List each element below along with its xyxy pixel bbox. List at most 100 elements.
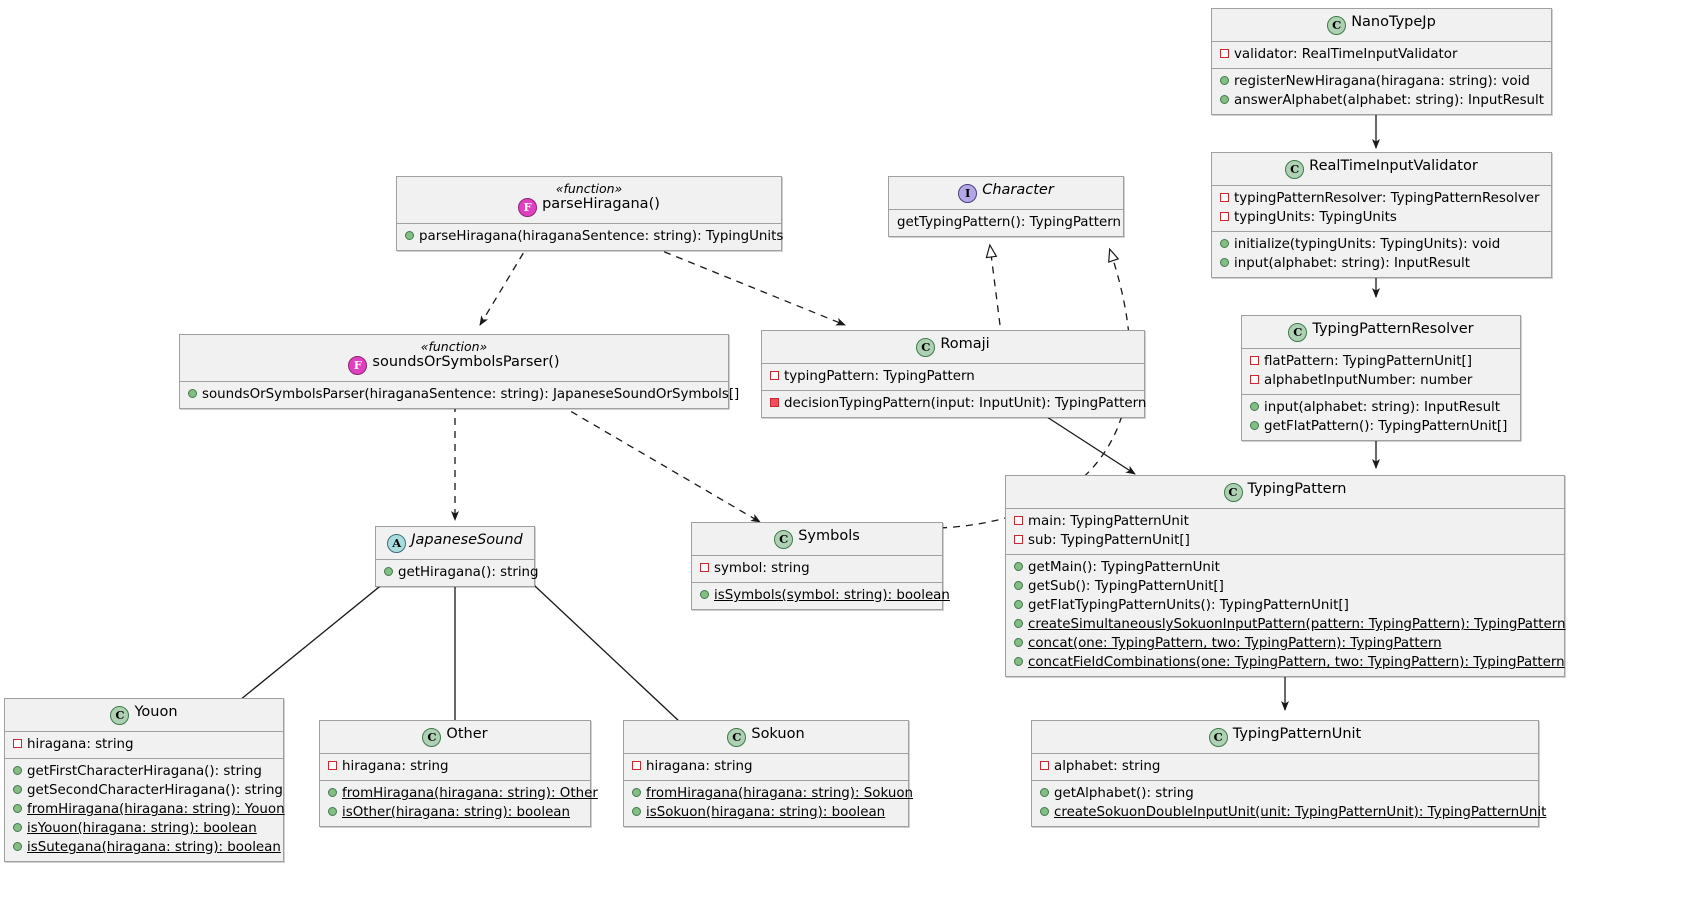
field-row: sub: TypingPatternUnit[] xyxy=(1012,531,1558,550)
node-title: Symbols xyxy=(798,528,860,544)
public-method-icon xyxy=(632,807,641,817)
class-icon: C xyxy=(110,706,130,725)
node-title: TypingPatternResolver xyxy=(1312,321,1474,337)
public-method-icon xyxy=(328,788,337,798)
private-field-icon xyxy=(13,739,22,748)
method-row-static: isSutegana(hiragana: string): boolean xyxy=(11,838,281,857)
methods-compartment: soundsOrSymbolsParser(hiraganaSentence: … xyxy=(180,382,739,408)
private-field-icon xyxy=(328,761,337,770)
method-row: getFirstCharacterHiragana(): string xyxy=(11,762,277,781)
field-row: alphabet: string xyxy=(1038,757,1532,776)
public-method-icon xyxy=(1014,581,1023,591)
divider xyxy=(1032,780,1538,782)
method-row: getSecondCharacterHiragana(): string xyxy=(11,781,283,800)
class-icon: C xyxy=(774,530,794,549)
public-method-icon xyxy=(700,590,709,600)
field-row: validator: RealTimeInputValidator xyxy=(1218,45,1545,64)
node-title: Youon xyxy=(134,704,178,720)
method-row: getFlatPattern(): TypingPatternUnit[] xyxy=(1248,417,1514,436)
divider xyxy=(889,209,1123,210)
method-row: answerAlphabet(alphabet: string): InputR… xyxy=(1218,91,1545,110)
fields-compartment: alphabet: string xyxy=(1032,754,1538,780)
public-method-icon xyxy=(1220,76,1229,86)
divider xyxy=(320,780,590,782)
fields-compartment: hiragana: string xyxy=(320,754,590,780)
divider xyxy=(180,381,728,383)
node-title: parseHiragana() xyxy=(542,196,660,213)
private-field-icon xyxy=(700,563,709,572)
field-row: typingUnits: TypingUnits xyxy=(1218,208,1545,227)
divider xyxy=(692,582,942,584)
methods-compartment: isSymbols(symbol: string): boolean xyxy=(692,583,950,609)
method-row: getAlphabet(): string xyxy=(1038,784,1532,803)
divider xyxy=(1242,394,1520,396)
methods-compartment: initialize(typingUnits: TypingUnits): vo… xyxy=(1212,232,1551,277)
field-row: hiragana: string xyxy=(11,735,277,754)
node-title: RealTimeInputValidator xyxy=(1309,158,1478,174)
public-method-icon xyxy=(405,231,414,241)
private-field-icon xyxy=(1250,356,1259,365)
public-method-icon xyxy=(1220,95,1229,105)
divider xyxy=(320,753,590,754)
methods-compartment: input(alphabet: string): InputResult get… xyxy=(1242,395,1520,440)
fields-compartment: hiragana: string xyxy=(624,754,908,780)
edge-youon-japanesesound xyxy=(239,568,402,701)
function-icon: F xyxy=(518,198,538,218)
divider xyxy=(624,780,908,782)
method-row: getMain(): TypingPatternUnit xyxy=(1012,558,1558,577)
node-title: Character xyxy=(982,182,1054,198)
divider xyxy=(5,758,283,760)
method-row-static: fromHiragana(hiragana: string): Youon xyxy=(11,800,285,819)
methods-compartment: getFirstCharacterHiragana(): string getS… xyxy=(5,759,285,861)
method-row: input(alphabet: string): InputResult xyxy=(1218,254,1545,273)
public-method-icon xyxy=(1250,421,1259,431)
edge-parsehiragana-romaji xyxy=(639,241,846,326)
public-method-icon xyxy=(632,788,641,798)
fields-compartment: typingPatternResolver: TypingPatternReso… xyxy=(1212,186,1551,231)
field-row: hiragana: string xyxy=(326,757,584,776)
method-row: getHiragana(): string xyxy=(382,563,539,582)
divider xyxy=(1006,508,1564,509)
private-field-icon xyxy=(1250,375,1259,385)
divider xyxy=(1032,753,1538,754)
public-method-icon xyxy=(1014,657,1023,667)
divider xyxy=(692,555,942,556)
node-title: soundsOrSymbolsParser() xyxy=(372,354,560,371)
methods-compartment: fromHiragana(hiragana: string): Sokuon i… xyxy=(624,781,913,826)
methods-compartment: getTypingPattern(): TypingPattern xyxy=(889,210,1123,236)
private-field-icon xyxy=(1220,49,1229,58)
method-row-static: concatFieldCombinations(one: TypingPatte… xyxy=(1012,653,1565,672)
methods-compartment: getHiragana(): string xyxy=(376,560,539,586)
public-method-icon xyxy=(1250,402,1259,412)
class-icon: C xyxy=(1285,160,1305,179)
method-row: getSub(): TypingPatternUnit[] xyxy=(1012,577,1558,596)
class-icon: C xyxy=(422,728,442,747)
public-method-icon xyxy=(13,766,22,776)
method-row-static: isSymbols(symbol: string): boolean xyxy=(698,586,950,605)
divider xyxy=(5,731,283,732)
private-field-icon xyxy=(1220,193,1229,202)
method-row: input(alphabet: string): InputResult xyxy=(1248,398,1514,417)
class-icon: C xyxy=(1327,16,1347,35)
